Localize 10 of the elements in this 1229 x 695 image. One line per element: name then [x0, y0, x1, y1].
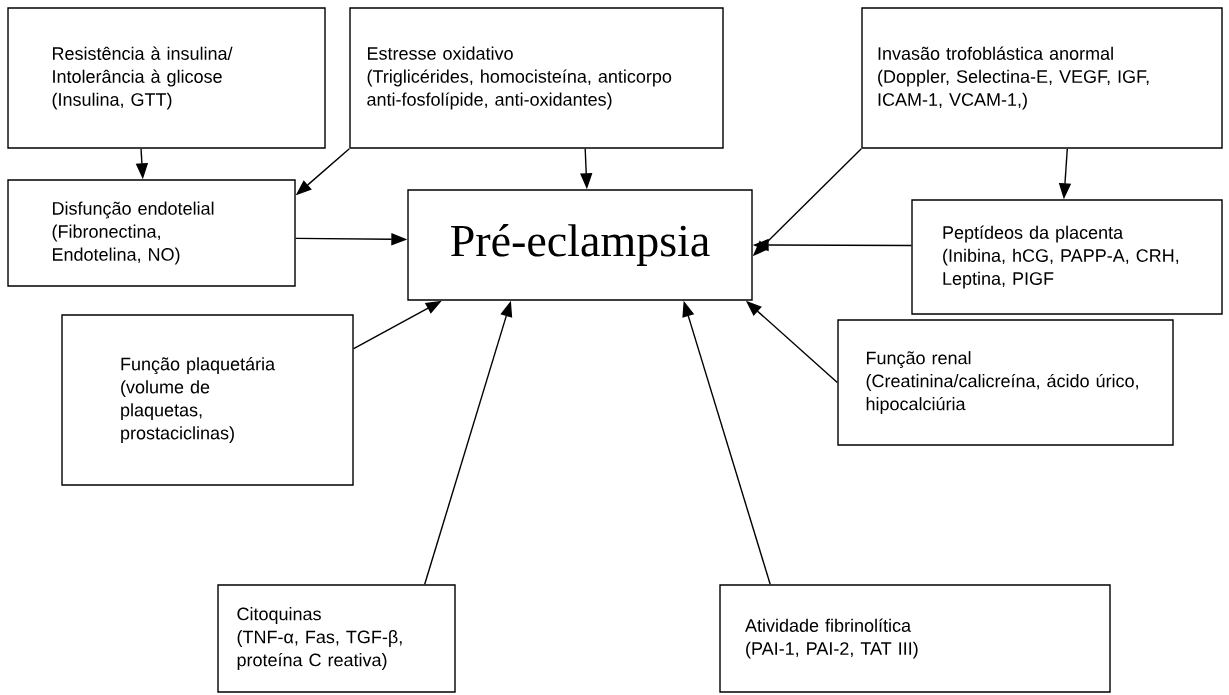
factor-box: Citoquinas (TNF-α, Fas, TGF-β, proteína C reativa): [217, 584, 456, 693]
factor-box: Peptídeos da placenta (Inibina, hCG, PAPP-A, CRH, Leptina, PIGF: [911, 199, 1223, 315]
factor-box: Invasão trofoblástica anormal (Doppler, Selectina-E, VEGF, IGF, ICAM-1, VCAM-1,): [861, 7, 1223, 149]
factor-box: Resistência à insulina/ Intolerância à glicose (Insulina, GTT): [7, 7, 326, 149]
factor-box: Disfunção endotelial (Fibronectina, Endotelina, NO): [7, 179, 296, 287]
factor-box: Função plaquetária (volume de plaquetas, prostaciclinas): [61, 314, 354, 486]
factor-box: Estresse oxidativo (Triglicérides, homocisteína, anticorpo anti-fosfolípide, anti-oxidantes): [349, 7, 724, 149]
factor-box: Atividade fibrinolítica (PAI-1, PAI-2, TAT III): [719, 584, 1111, 693]
title-box: Pré-eclampsia: [407, 189, 753, 301]
factor-box: Função renal (Creatinina/calicreína, ácido úrico, hipocalciúria: [837, 319, 1174, 446]
